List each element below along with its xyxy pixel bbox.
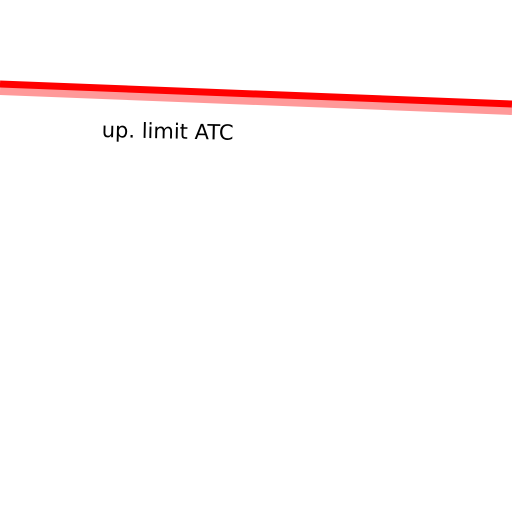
boundary-line	[0, 80, 512, 108]
boundary-line-halo	[0, 87, 512, 115]
boundary-label: up. limit ATC	[101, 118, 234, 145]
